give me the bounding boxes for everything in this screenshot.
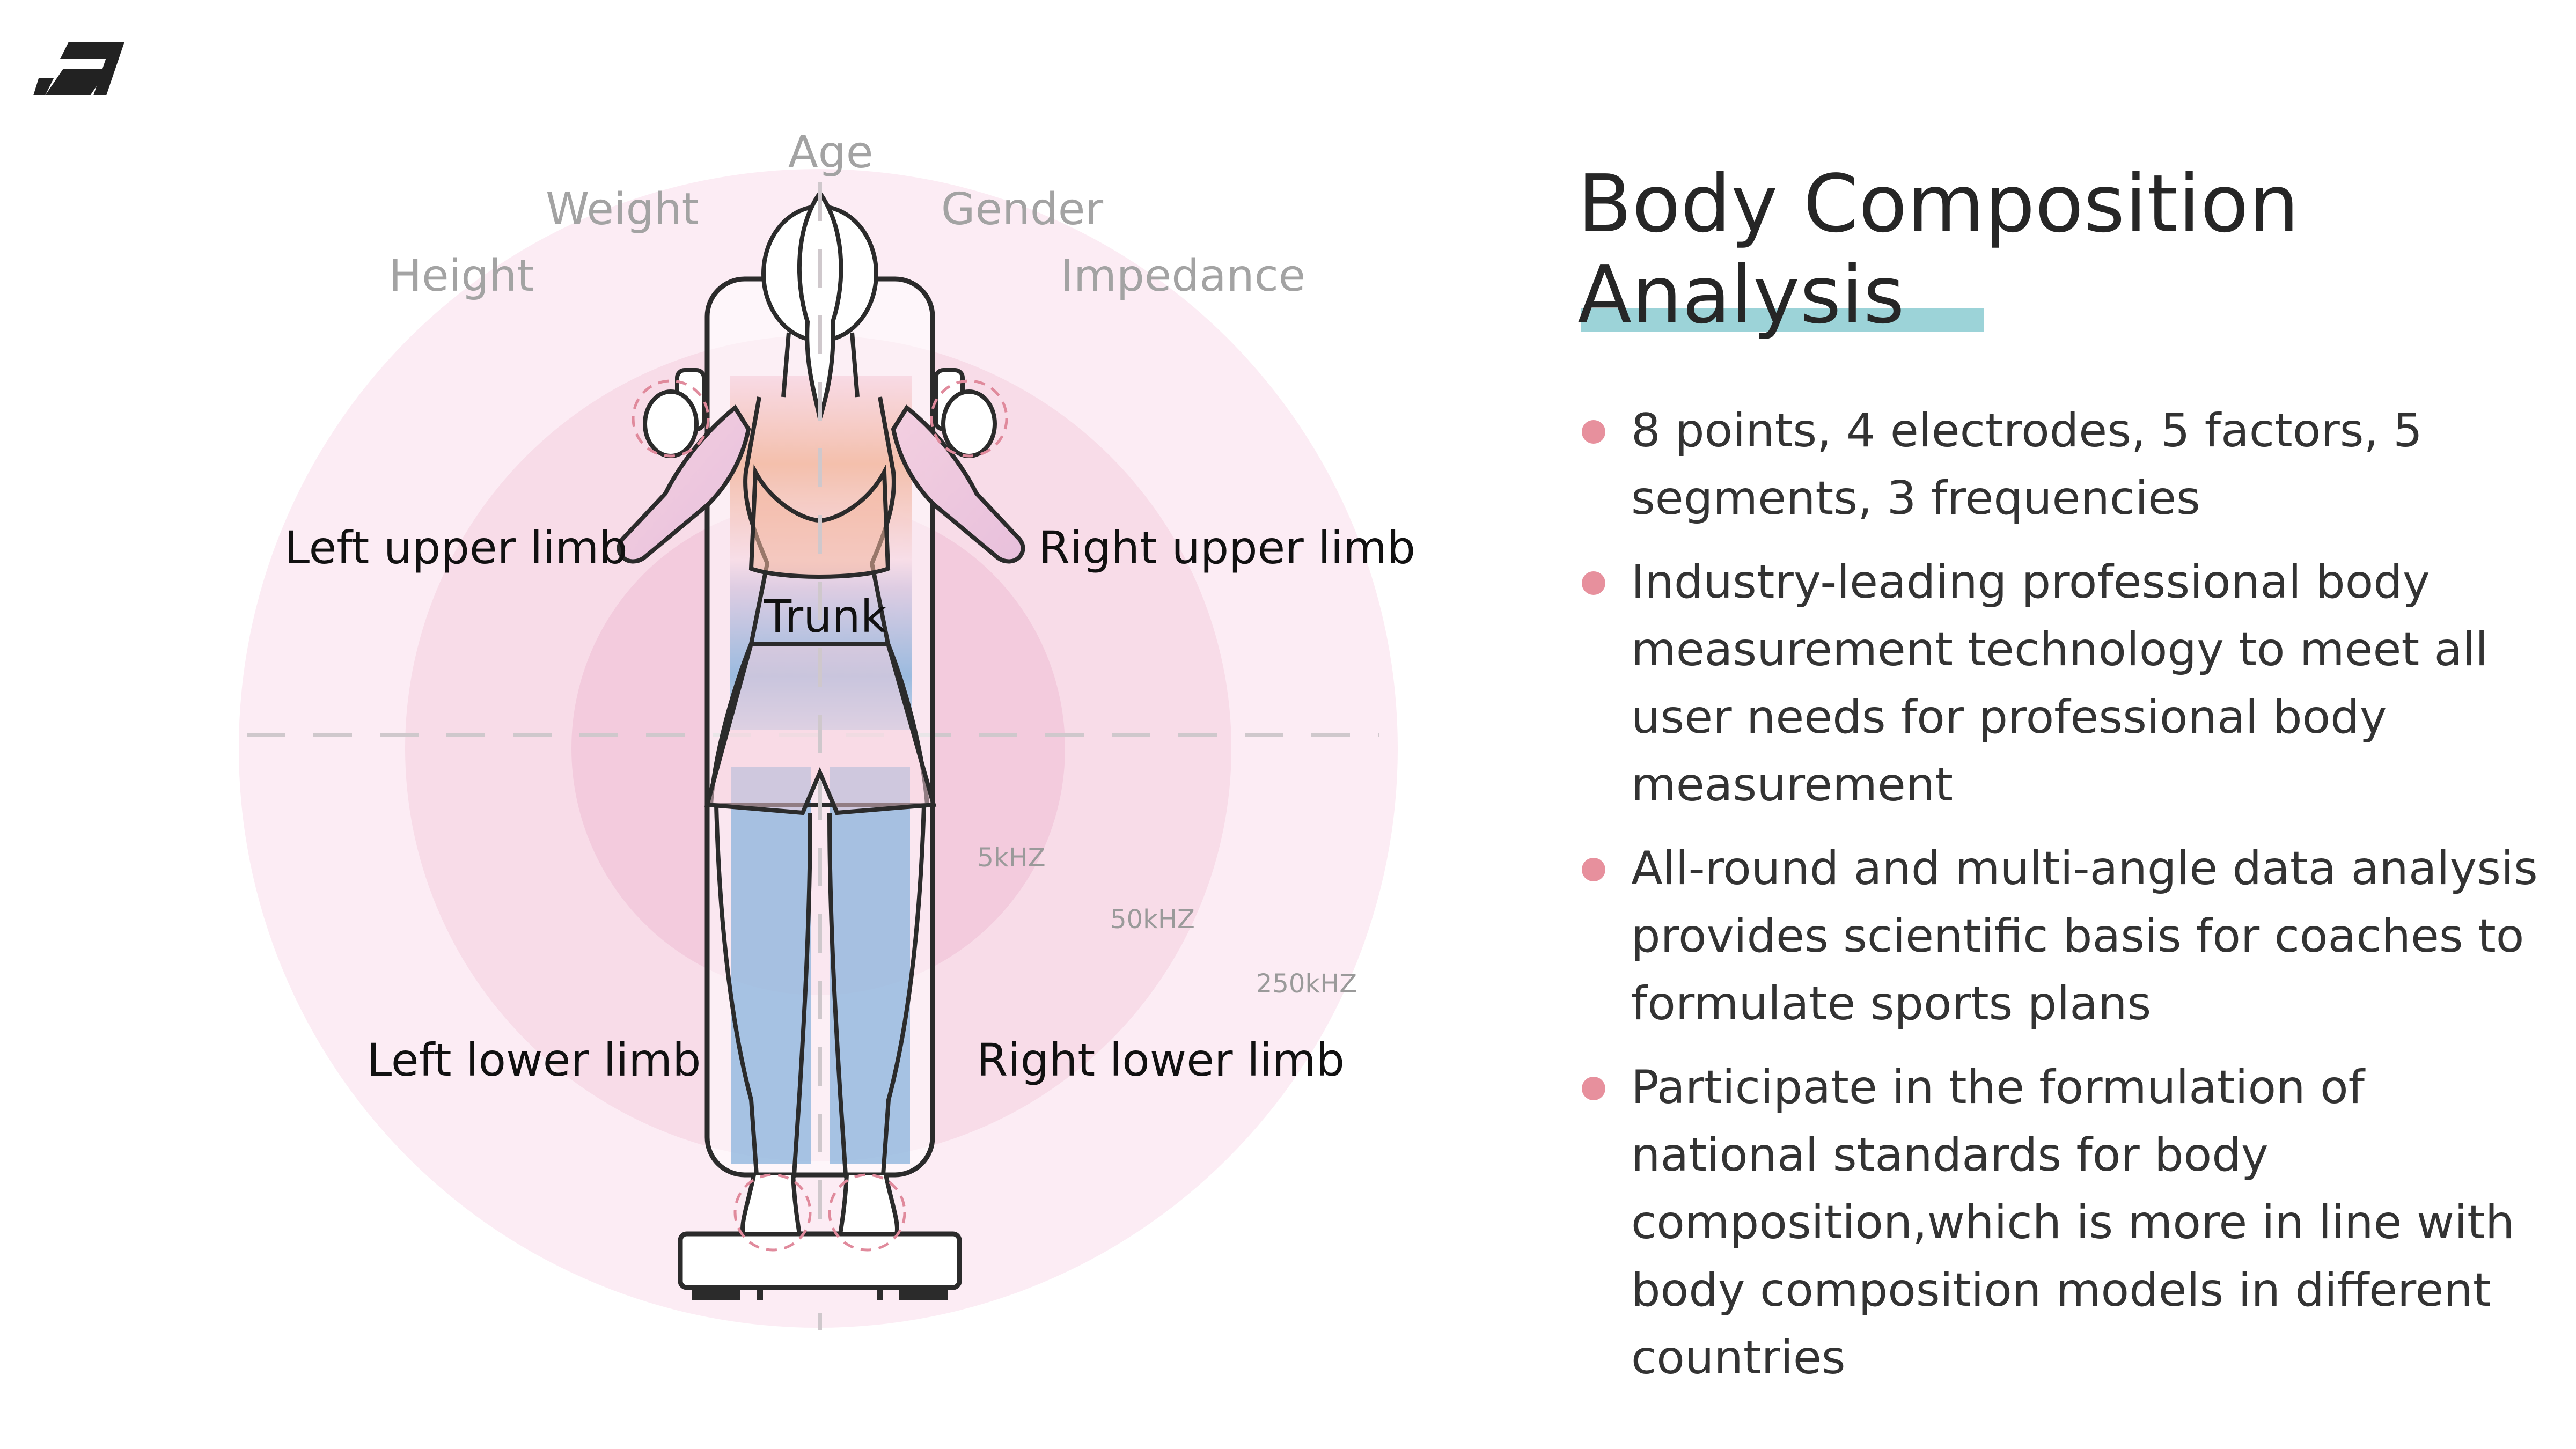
- factor-age-label: Age: [788, 127, 874, 178]
- left-foot: [740, 1174, 802, 1236]
- bullet-text: All-round and multi-angle data analysis …: [1631, 842, 2538, 1031]
- list-item: 8 points, 4 electrodes, 5 factors, 5 seg…: [1577, 397, 2543, 532]
- bullet-text: Industry-leading professional body measu…: [1631, 555, 2489, 812]
- scale-foot-center-2: [877, 1288, 883, 1300]
- panel-title: Body Composition Analysis: [1577, 158, 2543, 341]
- factor-gender-label: Gender: [941, 184, 1103, 235]
- scale-foot-left: [692, 1288, 740, 1300]
- segment-right-upper-limb-label: Right upper limb: [1039, 521, 1416, 574]
- bullet-dot-icon: [1582, 571, 1605, 595]
- list-item: All-round and multi-angle data analysis …: [1577, 835, 2543, 1038]
- neck: [781, 332, 860, 398]
- brand-logo-icon: [33, 42, 124, 95]
- frequency-50khz-label: 50kHZ: [1110, 904, 1195, 935]
- factor-weight-label: Weight: [546, 184, 699, 235]
- electrode-left-foot: [733, 1173, 812, 1252]
- frequency-5khz-label: 5kHZ: [977, 843, 1045, 873]
- scale-foot-center: [757, 1288, 763, 1300]
- scale-foot-right: [899, 1288, 948, 1300]
- title-line-1: Body Composition: [1577, 158, 2299, 250]
- scale-platform: [678, 1231, 962, 1290]
- electrode-left-hand: [632, 379, 710, 458]
- frequency-250khz-label: 250kHZ: [1256, 969, 1357, 999]
- title-line-2: Analysis: [1577, 249, 1905, 341]
- right-arm: [891, 404, 1025, 564]
- bullet-text: 8 points, 4 electrodes, 5 factors, 5 seg…: [1631, 404, 2423, 525]
- list-item: Participate in the formulation of nation…: [1577, 1054, 2543, 1392]
- bullet-dot-icon: [1582, 858, 1605, 881]
- segment-right-lower-limb-label: Right lower limb: [977, 1034, 1345, 1086]
- list-item: Industry-leading professional body measu…: [1577, 548, 2543, 819]
- right-hand: [941, 389, 997, 458]
- bullet-text: Participate in the formulation of nation…: [1631, 1061, 2515, 1385]
- bullet-dot-icon: [1582, 1077, 1605, 1100]
- left-hand: [643, 389, 699, 458]
- electrode-right-foot: [828, 1173, 906, 1252]
- right-leg-segment-fill: [830, 767, 910, 1164]
- factor-height-label: Height: [388, 251, 534, 301]
- factor-impedance-label: Impedance: [1061, 251, 1305, 301]
- segment-left-upper-limb-label: Left upper limb: [284, 521, 627, 574]
- electrode-right-hand: [930, 379, 1008, 458]
- feature-list: 8 points, 4 electrodes, 5 factors, 5 seg…: [1577, 397, 2543, 1408]
- bullet-dot-icon: [1582, 420, 1605, 444]
- segment-trunk-label: Trunk: [764, 590, 887, 643]
- segment-left-lower-limb-label: Left lower limb: [367, 1034, 701, 1086]
- title-accent-bar: [1581, 308, 1984, 332]
- right-foot: [838, 1174, 899, 1236]
